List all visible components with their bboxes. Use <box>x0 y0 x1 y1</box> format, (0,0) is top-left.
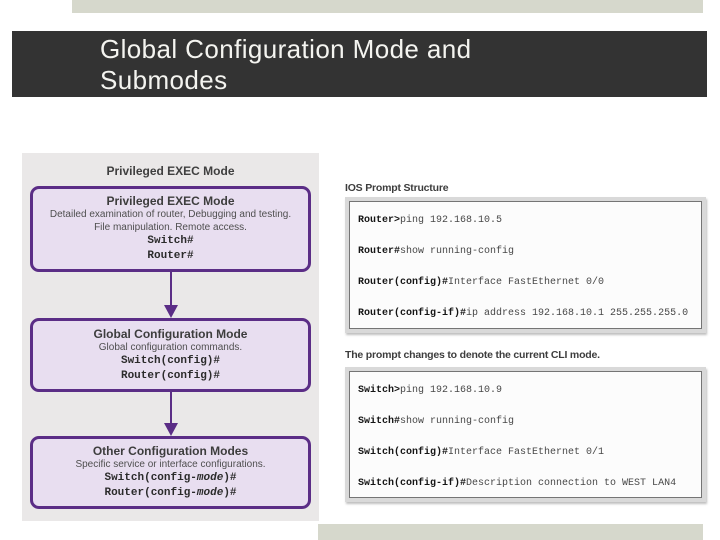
slide-title-bar: Global Configuration Mode and Submodes <box>12 31 707 97</box>
terminal-prompt: Router> <box>358 215 401 226</box>
box-description: Specific service or interface configurat… <box>75 459 266 470</box>
prompt-mode-placeholder: mode <box>196 472 224 484</box>
prompt-suffix: )# <box>223 487 237 499</box>
flowchart-heading: Privileged EXEC Mode <box>106 164 235 178</box>
terminal-prompt: Router(config-if)# <box>358 308 467 319</box>
box-title: Privileged EXEC Mode <box>106 194 235 208</box>
box-description: File manipulation. Remote access. <box>94 222 247 233</box>
terminal-prompt: Switch# <box>358 416 401 427</box>
prompt-suffix: )# <box>223 472 237 484</box>
box-prompt: Router(config)# <box>120 369 221 382</box>
top-accent-band <box>72 0 703 13</box>
box-prompt: Router(config-mode)# <box>104 486 236 501</box>
terminal-command: ping 192.168.10.5 <box>400 215 503 226</box>
terminal-line: Switch#show running-config <box>358 415 693 429</box>
box-prompt: Router# <box>147 250 194 262</box>
terminal-line: Router#show running-config <box>358 245 693 259</box>
down-arrow-icon <box>163 392 179 436</box>
terminal-command: show running-config <box>400 246 515 257</box>
slide-title-line-2: Submodes <box>100 65 228 95</box>
terminal-prompt: Router# <box>358 246 401 257</box>
arrow-stem <box>169 272 172 307</box>
box-title: Other Configuration Modes <box>92 444 249 458</box>
arrow-head <box>163 423 178 436</box>
arrow-stem <box>169 392 172 425</box>
box-prompt: Switch# <box>147 235 194 247</box>
terminal-command: Interface FastEthernet 0/1 <box>448 447 605 458</box>
terminal-prompt: Router(config)# <box>358 277 449 288</box>
terminal-prompt: Switch(config)# <box>358 447 449 458</box>
mode-box-global-config: Global Configuration Mode Global configu… <box>30 318 311 392</box>
mode-box-other-config: Other Configuration Modes Specific servi… <box>30 436 311 509</box>
prompt-prefix: Router(config- <box>104 487 197 499</box>
mode-box-privileged-exec: Privileged EXEC Mode Detailed examinatio… <box>30 186 311 272</box>
box-prompt: Switch(config-mode)# <box>104 471 236 486</box>
prompt-prefix: Switch(config- <box>104 472 197 484</box>
slide-title-line-1: Global Configuration Mode and <box>100 34 472 64</box>
box-title: Global Configuration Mode <box>93 326 248 341</box>
terminal-line: Switch(config-if)#Description connection… <box>358 477 693 491</box>
box-description: Global configuration commands. <box>98 341 243 353</box>
terminal-line: Router(config-if)#ip address 192.168.10.… <box>358 307 693 321</box>
terminal-command: ping 192.168.10.9 <box>400 385 503 396</box>
terminal-line: Switch>ping 192.168.10.9 <box>358 384 693 398</box>
router-terminal: Router>ping 192.168.10.5 Router#show run… <box>345 197 706 333</box>
router-terminal-content: Router>ping 192.168.10.5 Router#show run… <box>349 201 702 329</box>
terminal-line: Switch(config)#Interface FastEthernet 0/… <box>358 446 693 460</box>
prompt-mode-placeholder: mode <box>196 487 224 499</box>
bottom-accent-band <box>318 524 703 540</box>
switch-terminal-content: Switch>ping 192.168.10.9 Switch#show run… <box>349 371 702 498</box>
down-arrow-icon <box>163 272 179 318</box>
arrow-head <box>163 305 178 318</box>
terminal-prompt: Switch(config-if)# <box>358 478 467 489</box>
terminal-line: Router>ping 192.168.10.5 <box>358 214 693 228</box>
box-prompt: Switch(config)# <box>120 354 221 367</box>
terminal-command: show running-config <box>400 416 515 427</box>
terminal-command: ip address 192.168.10.1 255.255.255.0 <box>466 308 689 319</box>
switch-terminal: Switch>ping 192.168.10.9 Switch#show run… <box>345 367 706 502</box>
terminal-line: Router(config)#Interface FastEthernet 0/… <box>358 276 693 290</box>
terminal-command: Description connection to WEST LAN4 <box>466 478 677 489</box>
box-description: Detailed examination of router, Debuggin… <box>49 209 292 220</box>
flowchart-panel: Privileged EXEC Mode Privileged EXEC Mod… <box>22 153 319 521</box>
cli-mode-note-label: The prompt changes to denote the current… <box>345 349 600 361</box>
ios-prompt-structure-label: IOS Prompt Structure <box>345 182 449 194</box>
terminal-command: Interface FastEthernet 0/0 <box>448 277 605 288</box>
terminal-prompt: Switch> <box>358 385 401 396</box>
